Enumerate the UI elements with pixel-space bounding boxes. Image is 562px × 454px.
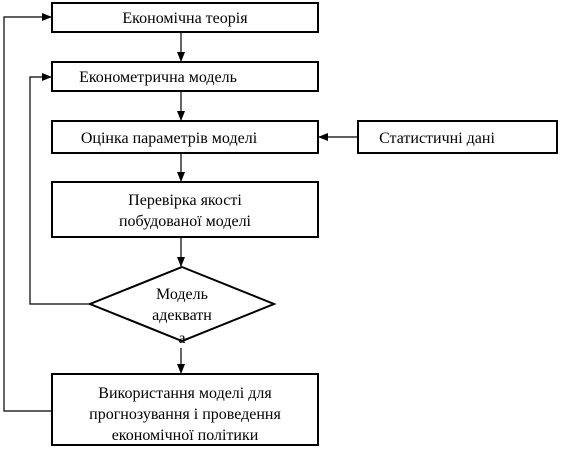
node-model-usage: Використання моделі для прогнозування і … — [51, 373, 319, 446]
node-statistical-data: Статистичні дані — [357, 120, 558, 154]
node-model-usage-label-line-2: прогнозування і проведення — [89, 406, 281, 423]
node-econometric-model: Економетрична модель — [51, 61, 319, 92]
node-quality-check: Перевірка якості побудованої моделі — [51, 181, 319, 238]
node-model-adequate-label-line-3: а — [178, 330, 185, 347]
node-model-adequate-label-line-1: Модель — [156, 286, 208, 303]
node-economic-theory: Економічна теорія — [51, 2, 319, 33]
node-parameter-estimation: Оцінка параметрів моделі — [51, 120, 319, 154]
node-model-usage-label-line-1: Використання моделі для — [98, 385, 272, 402]
node-statistical-data-label: Статистичні дані — [379, 130, 495, 147]
feedback-loop-decision-to-model — [29, 73, 90, 305]
node-model-usage-label-line-3: економічної політики — [112, 427, 259, 444]
node-economic-theory-label: Економічна теорія — [122, 10, 248, 27]
feedback-loop-usage-to-theory — [3, 13, 52, 412]
node-quality-check-label-line-1: Перевірка якості — [128, 192, 242, 209]
node-model-adequate-decision: Модель адекватн а — [87, 265, 277, 347]
node-model-adequate-label-line-2: адекватн — [152, 307, 212, 324]
node-parameter-estimation-label: Оцінка параметрів моделі — [81, 130, 258, 147]
node-quality-check-label-line-2: побудованої моделі — [119, 213, 252, 230]
node-econometric-model-label: Економетрична модель — [79, 69, 237, 86]
